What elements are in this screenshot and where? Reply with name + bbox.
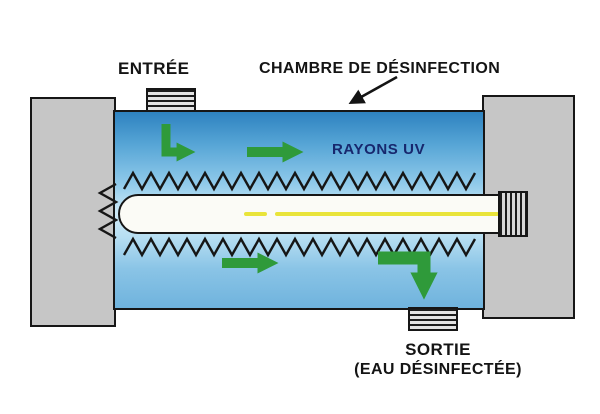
inlet-pipe: [146, 88, 196, 112]
left-end-cap: [30, 97, 116, 327]
uv-lamp-filament: [275, 212, 499, 216]
chamber-label: CHAMBRE DE DÉSINFECTION: [259, 60, 501, 77]
outlet-label: SORTIE: [405, 340, 471, 359]
uv-rays-label: RAYONS UV: [332, 141, 426, 158]
outlet-pipe: [408, 307, 458, 331]
lamp-end-fitting: [498, 191, 528, 237]
uv-lamp-filament-dash: [244, 212, 267, 216]
inlet-label: ENTRÉE: [118, 59, 190, 78]
outlet-sublabel: (EAU DÉSINFECTÉE): [354, 361, 522, 378]
uv-lamp-tube: [118, 194, 502, 234]
chamber-label-pointer-arrow: [348, 75, 398, 105]
